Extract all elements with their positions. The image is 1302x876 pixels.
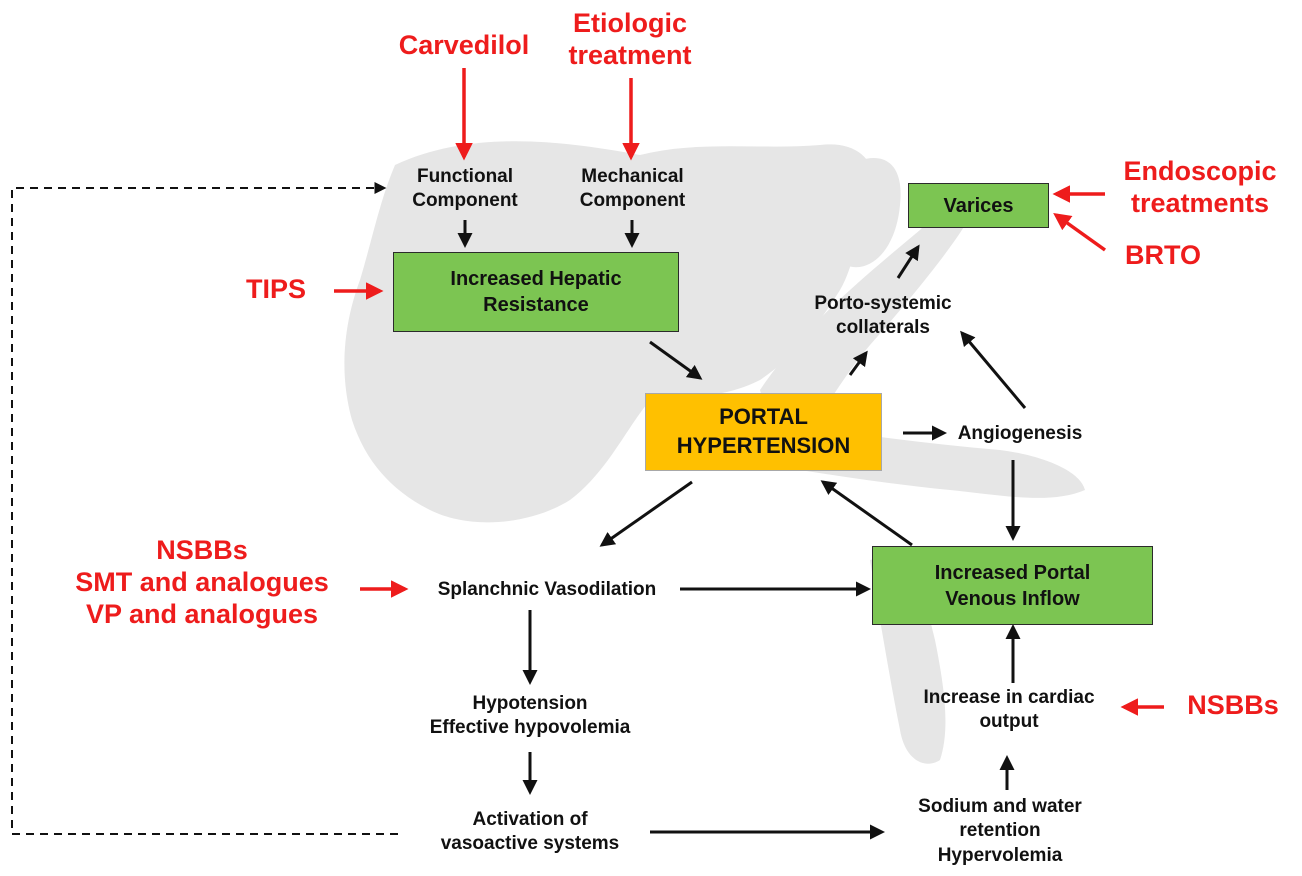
mechanical-component-label: Mechanical Component — [560, 165, 705, 214]
sodium-water-retention-label: Sodium and water retention Hypervolemia — [895, 795, 1105, 868]
vp-label: VP and analogues — [85, 598, 319, 629]
hepatic-resistance-line2: Resistance — [483, 294, 589, 316]
sodium-line3: Hypervolemia — [937, 844, 1063, 866]
activation-line2: vasoactive systems — [440, 833, 620, 855]
increased-portal-venous-inflow-box: Increased Portal Venous Inflow — [872, 546, 1153, 625]
carvedilol-label: Carvedilol — [398, 30, 530, 60]
tips-label: TIPS — [245, 274, 306, 304]
varices-label: Varices — [943, 194, 1014, 217]
activation-of-vasoactive-systems-label: Activation of vasoactive systems — [410, 808, 650, 857]
portal-inflow-line1: Increased Portal — [934, 561, 1091, 584]
arrow-portal-hypertension-to-splanchnic — [599, 480, 693, 547]
endoscopic-line2: treatments — [1130, 187, 1270, 218]
arrow-brto-to-varices — [1053, 212, 1107, 252]
arrow-angiogenesis-to-collaterals — [960, 330, 1027, 409]
endoscopic-line1: Endoscopic — [1123, 156, 1277, 186]
increase-in-cardiac-output-label: Increase in cardiac output — [895, 686, 1123, 735]
sodium-line2: retention — [959, 820, 1041, 842]
portal-inflow-line2: Venous Inflow — [945, 587, 1080, 610]
porto-systemic-collaterals-label: Porto-systemic collaterals — [783, 292, 983, 341]
sodium-line1: Sodium and water — [918, 796, 1082, 817]
functional-line1: Functional — [416, 166, 514, 187]
nsbbs-left-label: NSBBs — [156, 535, 248, 565]
varices-box: Varices — [908, 183, 1049, 228]
mechanical-line2: Component — [579, 190, 686, 212]
portal-hypertension-line2: HYPERTENSION — [676, 433, 851, 458]
smt-label: SMT and analogues — [75, 566, 329, 597]
collaterals-line1: Porto-systemic — [814, 293, 952, 314]
etiologic-treatment-label: Etiologic treatment — [550, 8, 710, 72]
hypotension-label: Hypotension Effective hypovolemia — [400, 692, 660, 741]
hypotension-line2: Effective hypovolemia — [429, 717, 631, 739]
brto-label: BRTO — [1124, 240, 1201, 270]
nsbbs-right-label: NSBBs — [1187, 690, 1279, 720]
etiologic-line2: treatment — [568, 39, 692, 70]
arrow-portal-hypertension-to-collaterals — [848, 350, 868, 376]
hypotension-line1: Hypotension — [472, 693, 588, 714]
arrow-collaterals-to-varices — [896, 244, 920, 279]
increased-hepatic-resistance-box: Increased Hepatic Resistance — [393, 252, 679, 332]
arrow-portal-inflow-to-portal-hypertension — [820, 480, 913, 547]
activation-line1: Activation of — [472, 809, 588, 830]
splanchnic-vasodilation-label: Splanchnic Vasodilation — [437, 579, 657, 600]
left-treatments-label: NSBBs SMT and analogues VP and analogues — [52, 535, 352, 631]
endoscopic-treatments-label: Endoscopic treatments — [1110, 156, 1290, 220]
cardiac-line1: Increase in cardiac — [923, 687, 1095, 708]
feedback-dashed-line — [11, 182, 398, 835]
functional-component-label: Functional Component — [395, 165, 535, 214]
collaterals-line2: collaterals — [836, 317, 930, 339]
angiogenesis-label: Angiogenesis — [957, 423, 1083, 444]
arrow-resistance-to-portal-hypertension — [649, 340, 703, 380]
hepatic-resistance-line1: Increased Hepatic — [450, 268, 622, 290]
cardiac-line2: output — [979, 711, 1039, 733]
portal-hypertension-line1: PORTAL — [719, 404, 808, 430]
etiologic-line1: Etiologic — [573, 8, 687, 38]
mechanical-line1: Mechanical — [581, 166, 684, 187]
portal-hypertension-box: PORTAL HYPERTENSION — [645, 393, 882, 471]
functional-line2: Component — [412, 190, 518, 212]
